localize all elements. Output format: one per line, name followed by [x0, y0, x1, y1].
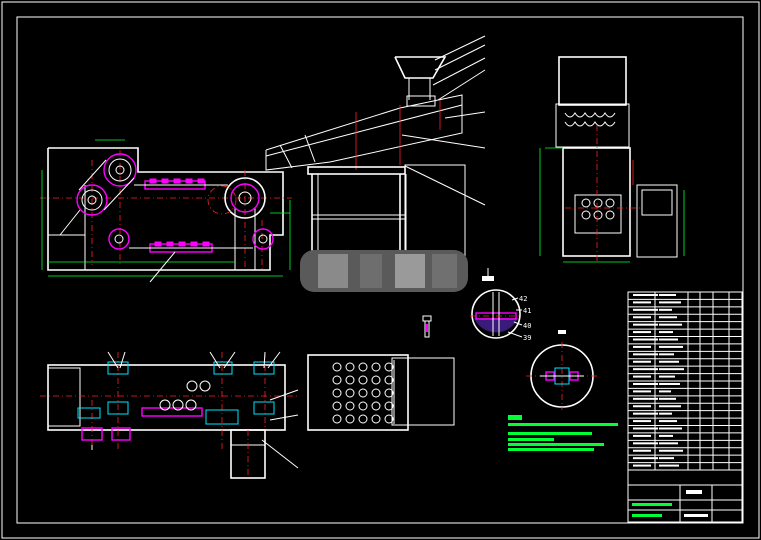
bom-row-text — [659, 353, 674, 356]
bom-row-text — [633, 368, 658, 371]
bom-row-text — [659, 464, 679, 467]
bom-row-text — [659, 412, 672, 415]
detail-label-41: 41 — [523, 307, 531, 315]
drive-wheel — [224, 177, 266, 219]
front-view — [40, 139, 292, 283]
bom-row-text — [659, 360, 679, 363]
bom-row-text — [659, 294, 676, 296]
bom-rows — [628, 294, 742, 471]
detail-label-40: 40 — [523, 322, 531, 330]
bom-row-text — [633, 294, 658, 296]
motor-box — [636, 184, 678, 258]
main-body — [562, 147, 631, 257]
hopper — [394, 56, 447, 79]
bom-row-text — [633, 457, 658, 460]
detail-view-b — [526, 330, 598, 410]
center-chain — [141, 407, 203, 417]
bom-row-text — [633, 405, 651, 408]
bom-border — [627, 291, 743, 523]
roller-block — [574, 194, 622, 234]
technical-notes — [508, 415, 618, 451]
support-frame-right — [404, 164, 466, 261]
bom-row-text — [633, 390, 651, 393]
screen-panel — [307, 354, 409, 431]
screen-extension — [391, 357, 455, 426]
bom-row-text — [659, 457, 674, 460]
bom-row-text — [633, 464, 651, 467]
bom-row-text — [659, 331, 673, 334]
screen-holes — [332, 362, 394, 424]
upper-pulley — [103, 153, 137, 187]
bom-row-text — [633, 331, 651, 334]
bom-row-text — [633, 301, 651, 304]
bom-row-text — [659, 316, 677, 319]
detail-label-39: 39 — [523, 334, 531, 342]
bolt-detail — [422, 315, 432, 338]
upper-housing — [558, 56, 627, 106]
bom-row-text — [659, 345, 683, 348]
top-view-frame — [47, 364, 286, 431]
bom-row-text — [659, 420, 677, 423]
bom-row-text — [633, 397, 658, 400]
bom-row-text — [659, 449, 683, 452]
bom-row-text — [633, 345, 651, 348]
side-view-hopper — [265, 35, 486, 292]
bom-row-text — [633, 316, 651, 319]
detail-circle — [471, 289, 521, 339]
mid-housing — [555, 103, 630, 148]
bom-row-text — [633, 360, 651, 363]
bom-row-text — [633, 427, 658, 430]
roller-right — [252, 228, 274, 250]
bom-row-text — [633, 449, 651, 452]
bom-row-text — [633, 442, 658, 445]
bom-row-text — [659, 338, 678, 341]
bom-table — [627, 291, 743, 523]
bom-row-text — [659, 375, 675, 378]
bom-row-text — [659, 434, 673, 437]
bom-row-text — [633, 338, 658, 341]
inner-border — [16, 16, 744, 524]
bom-row-text — [659, 397, 676, 400]
bom-row-text — [659, 368, 684, 371]
support-table — [307, 166, 406, 175]
shaft-center — [205, 409, 239, 425]
bom-row-text — [659, 405, 681, 408]
bom-row-text — [633, 375, 651, 378]
side-view-right — [539, 56, 685, 263]
lower-pulley — [76, 184, 108, 216]
bom-row-text — [633, 323, 658, 326]
bom-row-text — [659, 323, 682, 326]
bom-row-text — [633, 308, 658, 311]
bom-row-text — [633, 353, 658, 356]
bom-row-text — [659, 427, 682, 430]
bom-row-text — [633, 383, 658, 385]
detail-label-42: 42 — [519, 295, 527, 303]
detail-view-a: 42 41 40 39 — [470, 268, 531, 342]
bom-row-text — [633, 420, 651, 423]
top-view — [40, 351, 455, 479]
bom-row-text — [633, 412, 658, 415]
bom-row-text — [659, 442, 678, 445]
bom-row-text — [659, 390, 671, 393]
roller-left — [108, 228, 130, 250]
bom-row-text — [633, 434, 651, 437]
front-frame — [47, 147, 284, 271]
bom-row-text — [659, 301, 681, 304]
shaft-left — [77, 407, 101, 419]
bom-row-text — [659, 383, 680, 385]
bom-row-text — [659, 308, 672, 311]
